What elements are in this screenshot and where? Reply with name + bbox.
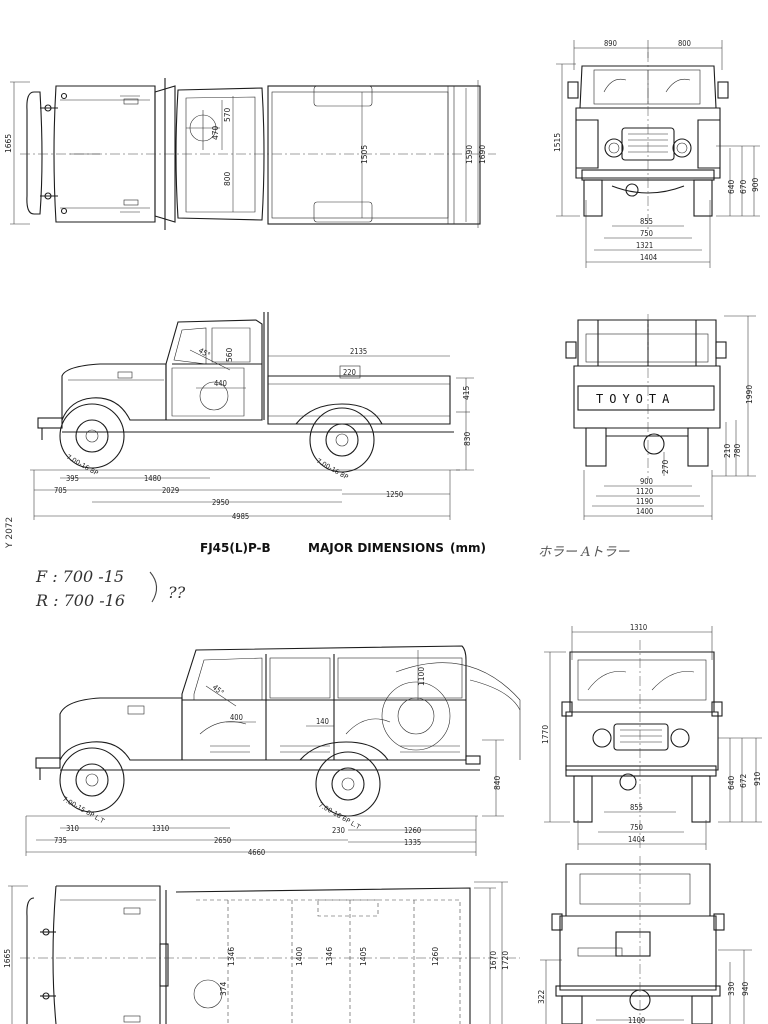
pickup-plan-cab-dim-1: 470 xyxy=(211,125,220,140)
pickup-plan-view: 1665 470 570 800 1505 1590 1690 xyxy=(4,78,496,230)
pickup-side-bumper: 1480 xyxy=(144,474,161,483)
pickup-front-tread-mid: 750 xyxy=(640,229,653,238)
wagon-rear-gc: 322 xyxy=(537,989,546,1004)
title-block: FJ45(L)P-B MAJOR DIMENSIONS (mm) Y 2072 … xyxy=(5,517,631,610)
pickup-side-seat: 560 xyxy=(225,347,234,362)
pickup-side-frame: 830 xyxy=(463,431,472,446)
drawing-title: MAJOR DIMENSIONS xyxy=(308,541,444,555)
wagon-front-view: 1310 1770 855 750 1404 640 672 910 xyxy=(541,623,762,850)
pickup-front-h-small: 640 xyxy=(727,179,736,194)
wagon-side-front-axle: 310 xyxy=(66,824,79,833)
wagon-front-h2: 672 xyxy=(739,773,748,788)
pickup-plan-cab-dim-2: 570 xyxy=(223,107,232,122)
handwritten-rear-tyre: R : 700 -16 xyxy=(35,591,125,610)
handwritten-query: ?? xyxy=(168,583,186,602)
pickup-rear-w2: 1120 xyxy=(636,487,653,496)
pickup-rear-gc: 270 xyxy=(661,459,670,474)
pickup-front-half-left: 890 xyxy=(604,39,617,48)
pickup-plan-bed-outer: 1690 xyxy=(478,145,487,164)
wagon-plan-seat-w4: 1405 xyxy=(359,947,368,966)
pickup-plan-width-label: 1665 xyxy=(4,134,13,153)
pickup-side-front-axle: 395 xyxy=(66,474,79,483)
pickup-side-rear-overhang: 1250 xyxy=(386,490,403,499)
wagon-side-frame: 840 xyxy=(493,775,502,790)
pickup-side-wheelbase: 2029 xyxy=(162,486,179,495)
pickup-side-seat-angle: 45° xyxy=(197,346,212,360)
wagon-side-rear-c: 1335 xyxy=(404,838,421,847)
pickup-rear-h-mid: 780 xyxy=(733,443,742,458)
wagon-plan-seat-w3: 1346 xyxy=(325,947,334,966)
pickup-front-h-big: 900 xyxy=(751,177,760,192)
pickup-front-width: 1404 xyxy=(640,253,657,262)
model-code: FJ45(L)P-B xyxy=(200,541,271,555)
pickup-side-bed-length: 2135 xyxy=(350,347,367,356)
wagon-plan-seat-w5: 1260 xyxy=(431,947,440,966)
wagon-plan-view: 1665 374 1346 1400 1346 1405 1260 1670 1… xyxy=(3,881,520,1024)
pickup-rear-w3: 1190 xyxy=(636,497,653,506)
pickup-side-bed-dim: 220 xyxy=(343,368,356,377)
wagon-side-roof: 1100 xyxy=(417,667,426,686)
wagon-side-overall-length: 4660 xyxy=(248,848,265,857)
wagon-rear-view: 322 1100 330 940 xyxy=(537,856,752,1024)
pickup-rear-tyre-mark: 7.00-16 8P xyxy=(315,457,350,482)
pickup-front-height: 1515 xyxy=(553,133,562,152)
wagon-front-tread-mid: 750 xyxy=(630,823,643,832)
wagon-plan-width: 1665 xyxy=(3,949,12,968)
wagon-front-h3: 910 xyxy=(753,771,762,786)
pickup-front-tread-inner: 855 xyxy=(640,217,653,226)
pickup-side-cab-to-rear: 2950 xyxy=(212,498,229,507)
pickup-rear-view: TOYOTA 1990 210 780 270 900 1120 1190 14… xyxy=(565,314,756,520)
pickup-rear-h-small: 210 xyxy=(723,443,732,458)
wagon-front-height: 1770 xyxy=(541,725,550,744)
wagon-plan-cab: 374 xyxy=(219,981,228,996)
wagon-side-seat-angle: 45° xyxy=(211,683,226,698)
wagon-side-rear-b: 1260 xyxy=(404,826,421,835)
wagon-front-tread: 855 xyxy=(630,803,643,812)
wagon-plan-seat-w2: 1400 xyxy=(295,947,304,966)
pickup-side-door: 440 xyxy=(214,379,227,388)
pickup-side-overall-length: 4985 xyxy=(232,512,249,521)
wagon-plan-seat-w1: 1346 xyxy=(227,947,236,966)
handwritten-front-tyre: F : 700 -15 xyxy=(35,567,124,586)
pickup-front-half-right: 800 xyxy=(678,39,691,48)
pickup-plan-cab-dim-3: 800 xyxy=(223,171,232,186)
rear-grille-badge: TOYOTA xyxy=(596,392,675,406)
wagon-rear-h2: 940 xyxy=(741,981,750,996)
wagon-front-width: 1310 xyxy=(630,623,647,632)
wagon-side-wheelbase: 2650 xyxy=(214,836,231,845)
wagon-plan-seat-w7: 1720 xyxy=(501,951,510,970)
side-code: Y 2072 xyxy=(5,517,15,549)
wagon-front-overall: 1404 xyxy=(628,835,645,844)
wagon-front-h1: 640 xyxy=(727,775,736,790)
wagon-side-seat: 400 xyxy=(230,713,243,722)
pickup-side-front-overhang: 705 xyxy=(54,486,67,495)
pickup-rear-height: 1990 xyxy=(745,385,754,404)
wagon-side-bumper: 1310 xyxy=(152,824,169,833)
pickup-front-h-mid: 670 xyxy=(739,179,748,194)
wagon-side-step: 140 xyxy=(316,717,329,726)
wagon-rear-width: 1100 xyxy=(628,1016,645,1024)
wagon-plan-seat-w6: 1670 xyxy=(489,951,498,970)
handwritten-katakana: ホラー Aトラー xyxy=(538,545,631,560)
wagon-front-tyre-mark: 7.00-15 6P L.T xyxy=(61,795,106,825)
pickup-side-view: 45° 560 440 220 2135 7.00-16 8P 7.00-16 … xyxy=(30,312,474,521)
pickup-plan-bed-inner: 1590 xyxy=(465,145,474,164)
drawing-unit: (mm) xyxy=(450,541,486,555)
pickup-rear-w1: 900 xyxy=(640,477,653,486)
pickup-rear-w4: 1400 xyxy=(636,507,653,516)
pickup-front-tread-outer: 1321 xyxy=(636,241,653,250)
wagon-side-rear-a: 230 xyxy=(332,826,345,835)
pickup-plan-bed-width: 1505 xyxy=(360,145,369,164)
pickup-front-view: 890 800 1515 855 750 1321 1404 640 670 9… xyxy=(553,39,760,268)
wagon-side-view: 45° 400 140 1100 7.00-15 6P L.T 7.00-16 … xyxy=(25,645,521,857)
pickup-side-step: 415 xyxy=(462,385,471,400)
wagon-rear-h1: 330 xyxy=(727,981,736,996)
wagon-side-front-overhang: 735 xyxy=(54,836,67,845)
